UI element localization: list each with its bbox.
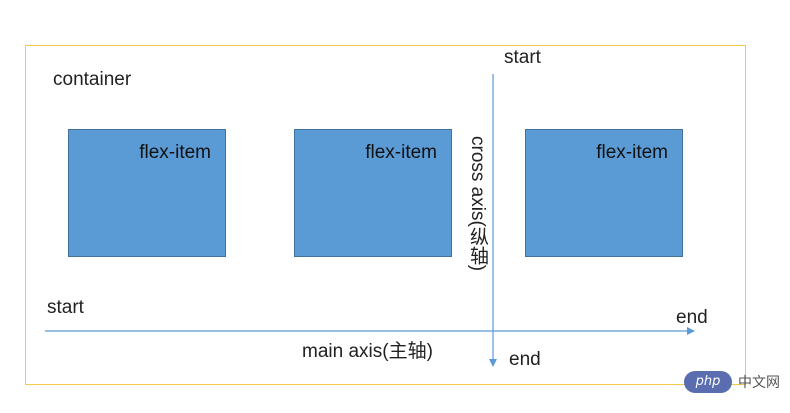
flex-item-label: flex-item	[139, 142, 211, 163]
php-logo-icon: php	[684, 371, 732, 393]
flex-item-3: flex-item	[525, 129, 683, 257]
container-frame	[25, 45, 746, 385]
main-axis-end-label: end	[676, 307, 708, 328]
flex-item-2: flex-item	[294, 129, 452, 257]
main-axis-label: main axis(主轴)	[302, 341, 433, 362]
container-label: container	[53, 69, 132, 90]
cross-axis-end-label: end	[509, 349, 541, 370]
flex-item-1: flex-item	[68, 129, 226, 257]
watermark-text: 中文网	[738, 374, 780, 390]
main-axis-start-label: start	[47, 297, 84, 318]
cross-axis-start-label: start	[504, 47, 541, 68]
flex-item-label: flex-item	[596, 142, 668, 163]
flex-item-label: flex-item	[365, 142, 437, 163]
cross-axis-label: cross axis(纵轴)	[467, 136, 488, 272]
